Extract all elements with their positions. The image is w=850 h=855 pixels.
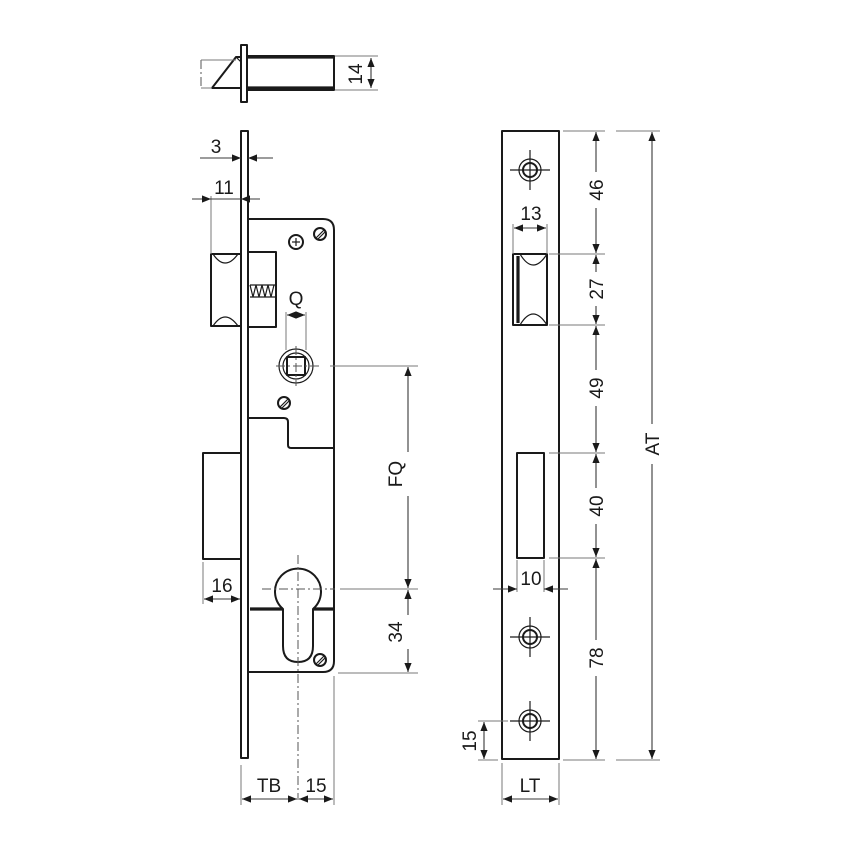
lock-body: Q 3 11 16 FQ 34 TB [192,130,418,805]
dim-bolt-projection: 16 [211,576,232,597]
dim-latch-projection: 11 [214,178,234,199]
screw-hole-middle [510,617,550,657]
screw-hole-top [510,150,550,190]
dim-latch-opening-height: 27 [587,278,608,299]
dim-plate-width: LT [520,776,541,797]
dim-total-length: AT [643,432,664,455]
dim-bolt-to-bottom: 78 [587,647,608,668]
strike-plate: 13 10 15 LT 46 27 49 [460,130,664,805]
dim-bolt-opening-width: 10 [520,569,541,590]
dim-latch-opening-width: 13 [520,204,541,225]
dim-backset: TB [257,776,281,797]
dim-spindle-size: Q [289,289,304,310]
dim-faceplate-thickness: 3 [211,137,222,158]
screw-hole-bottom [510,701,550,741]
dim-top-to-latch: 46 [587,179,608,200]
dim-cylinder-to-bottom: 34 [386,621,407,643]
top-view-latch: 14 [200,44,378,103]
dim-screw-from-bottom: 15 [460,730,481,751]
dim-latch-to-bolt: 49 [587,377,608,398]
dim-latch-height: 14 [346,63,367,85]
dim-cylinder-to-back: 15 [305,776,326,797]
dim-bolt-opening-height: 40 [587,495,608,516]
dim-spindle-to-cylinder: FQ [386,461,407,487]
